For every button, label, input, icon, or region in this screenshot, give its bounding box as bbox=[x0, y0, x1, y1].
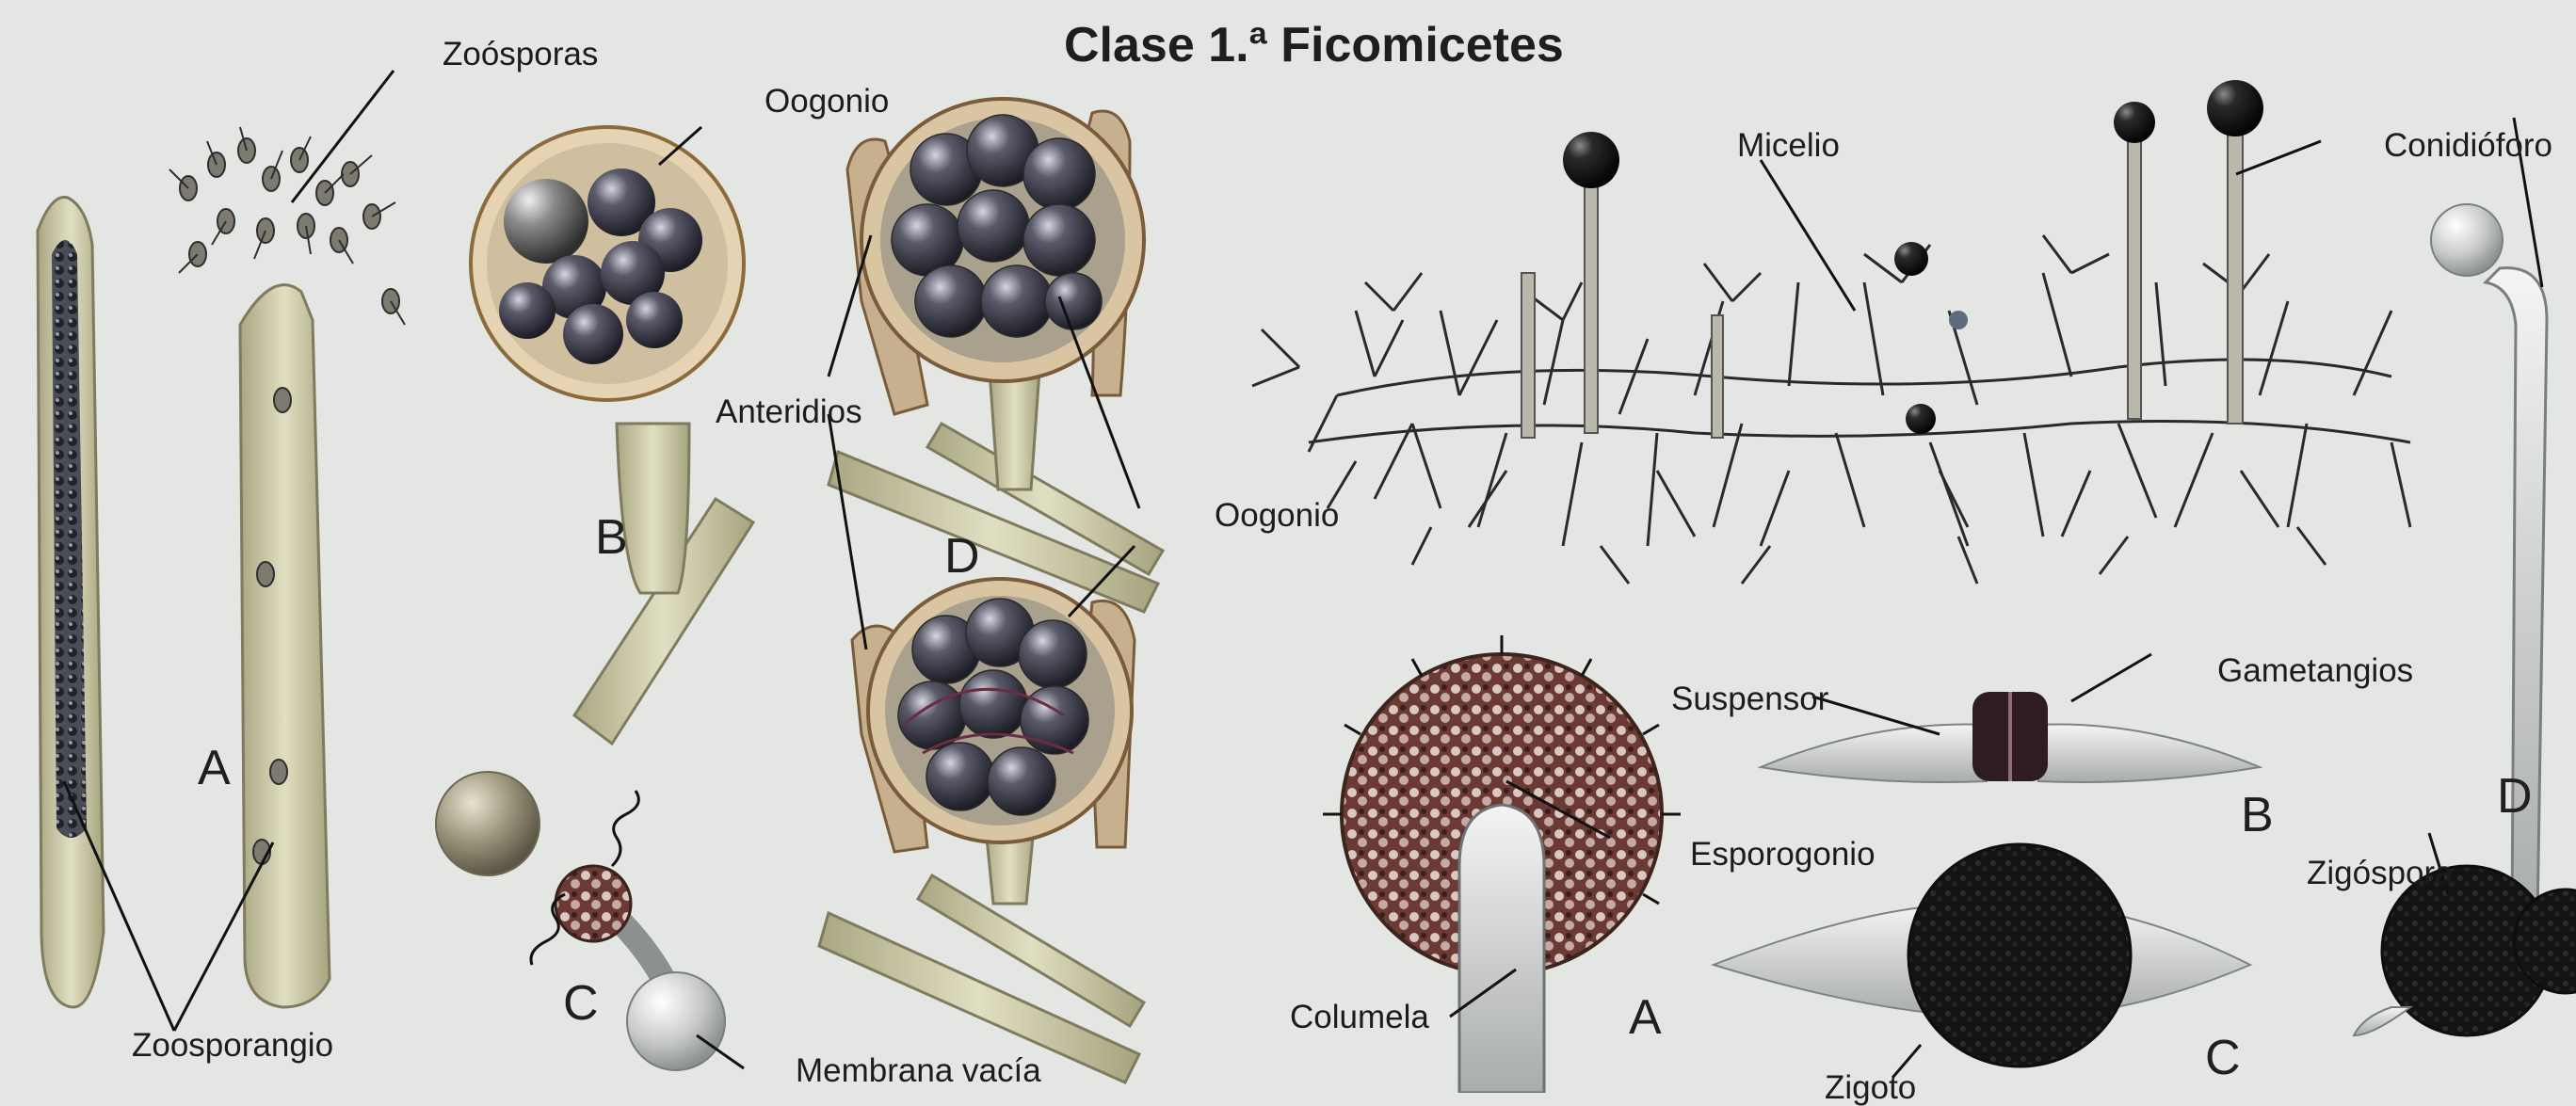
label-membrana-vacia: Membrana vacía bbox=[796, 1054, 1041, 1087]
label-oogonio-top: Oogonio bbox=[765, 85, 889, 118]
panel-letter-a-left: A bbox=[198, 744, 231, 793]
label-oogonio-mid: Oogonio bbox=[1215, 499, 1339, 532]
panel-letter-c-left: C bbox=[563, 979, 599, 1028]
label-zoosporangio: Zoosporangio bbox=[132, 1029, 333, 1062]
diagram-title: Clase 1.ª Ficomicetes bbox=[1064, 21, 1564, 70]
panel-letter-d-right: D bbox=[2497, 772, 2533, 821]
panel-letter-b-right: B bbox=[2241, 791, 2274, 840]
panel-letter-a-right: A bbox=[1629, 993, 1662, 1042]
oogonium-upper bbox=[829, 99, 1163, 612]
conidiophore bbox=[2354, 118, 2576, 1035]
zygote bbox=[1714, 844, 2250, 1078]
panel-letter-d-mid: D bbox=[944, 532, 980, 581]
label-esporogonio: Esporogonio bbox=[1690, 838, 1876, 871]
label-columela: Columela bbox=[1290, 1001, 1429, 1034]
label-zigospora: Zigóspora bbox=[2307, 857, 2454, 890]
sporangium-b bbox=[471, 127, 753, 744]
label-zoosporas: Zoósporas bbox=[443, 38, 598, 71]
label-anteridios: Anteridios bbox=[716, 395, 862, 428]
oogonium-lower bbox=[819, 579, 1144, 1082]
label-zigoto: Zigoto bbox=[1825, 1071, 1916, 1104]
label-gametangios: Gametangios bbox=[2217, 654, 2413, 687]
label-conidioforo: Conidióforo bbox=[2384, 129, 2552, 162]
panel-letter-b-left: B bbox=[595, 513, 628, 562]
panel-letter-c-right: C bbox=[2205, 1034, 2241, 1082]
label-suspensor: Suspensor bbox=[1671, 682, 1828, 715]
gametangia bbox=[1761, 654, 2260, 782]
zoosporangium-full bbox=[38, 197, 104, 1007]
label-micelio: Micelio bbox=[1737, 129, 1840, 162]
